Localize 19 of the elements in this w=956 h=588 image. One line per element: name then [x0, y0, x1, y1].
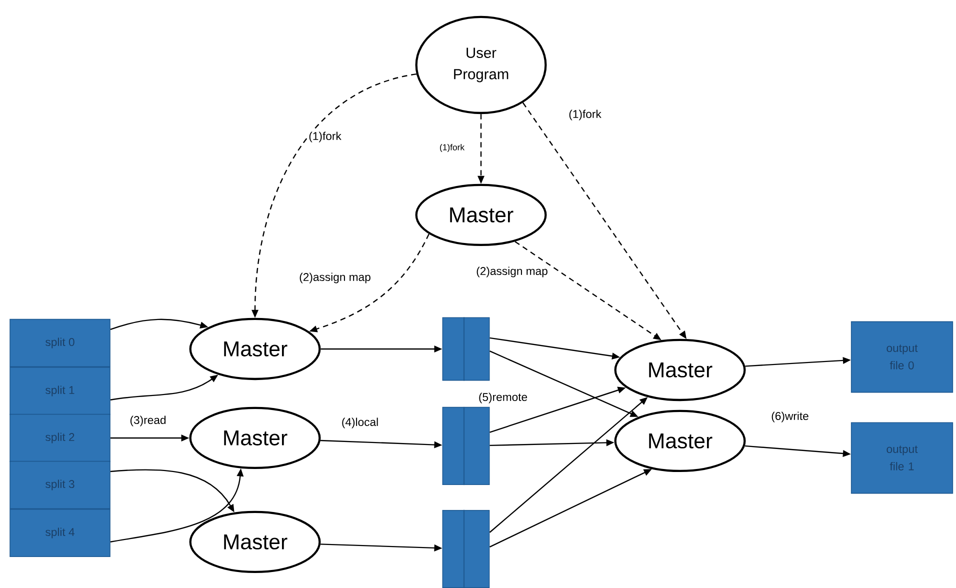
- split-box: split 2: [10, 414, 110, 462]
- output-box: output file 1: [850, 422, 954, 494]
- edge-label: (2)assign map: [298, 271, 372, 285]
- edge-label: (4)local: [340, 416, 380, 430]
- edge-label: (1)fork: [438, 142, 466, 154]
- split-box: split 3: [10, 460, 110, 510]
- file-bar: [442, 406, 490, 486]
- split-box: split 1: [10, 366, 110, 416]
- edge-label: (2)assign map: [474, 265, 550, 279]
- output-box: output file 0: [850, 321, 954, 393]
- edge-label: (3)read: [128, 414, 168, 428]
- edge-label: (1)fork: [307, 130, 343, 144]
- edge-label: (6)write: [770, 410, 810, 424]
- split-box: split 4: [10, 508, 110, 558]
- edge-label: (5)remote: [477, 391, 529, 405]
- file-bar: [442, 317, 490, 381]
- file-bar: [442, 510, 490, 588]
- edge-label: (1)fork: [567, 108, 603, 122]
- split-box: split 0: [10, 318, 110, 368]
